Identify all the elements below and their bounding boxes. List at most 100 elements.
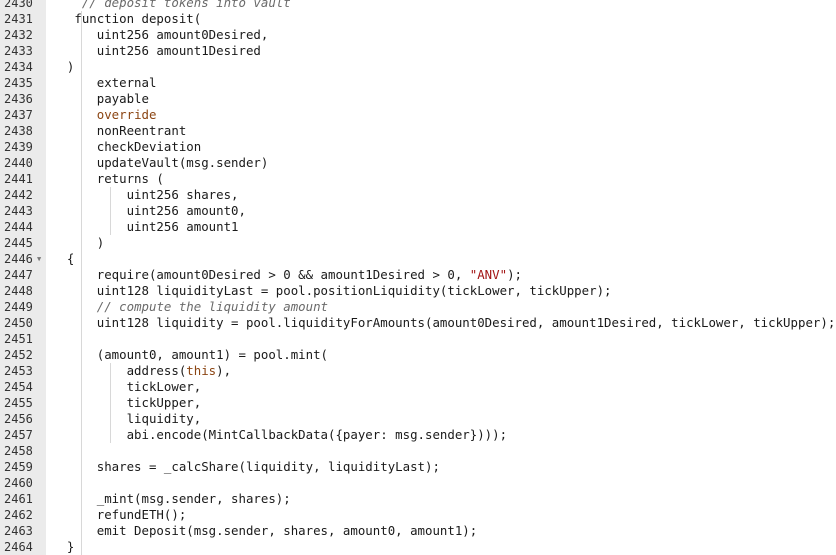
code-line[interactable]: 2457 abi.encode(MintCallbackData({payer:… (0, 427, 836, 443)
indent-guide (81, 203, 82, 219)
code-text: tickLower, (52, 379, 202, 395)
code-token: ); (507, 267, 522, 282)
code-token: uint256 amount1Desired (52, 43, 261, 58)
code-line[interactable]: 2452 (amount0, amount1) = pool.mint( (0, 347, 836, 363)
code-text: nonReentrant (52, 123, 187, 139)
code-line[interactable]: 2430 // deposit tokens into vault (0, 0, 836, 11)
code-text: uint256 shares, (52, 187, 239, 203)
code-text: uint256 amount1Desired (52, 43, 261, 59)
indent-guide (81, 187, 82, 203)
code-token: uint256 amount1 (52, 219, 239, 234)
code-line[interactable]: 2438 nonReentrant (0, 123, 836, 139)
code-token: emit Deposit(msg.sender, shares, amount0… (52, 523, 478, 538)
code-line[interactable]: 2443 uint256 amount0, (0, 203, 836, 219)
indent-guide (81, 315, 82, 331)
code-line[interactable]: 2455 tickUpper, (0, 395, 836, 411)
code-token: } (52, 539, 75, 554)
code-token: abi.encode(MintCallbackData({payer: msg.… (52, 427, 508, 442)
code-line[interactable]: 2432 uint256 amount0Desired, (0, 27, 836, 43)
indent-guide (81, 235, 82, 251)
code-text: { (52, 251, 74, 267)
line-number: 2438 (4, 124, 33, 138)
code-token: address( (52, 363, 187, 378)
code-line[interactable]: 2458 (0, 443, 836, 459)
code-token: require(amount0Desired > 0 && amount1Des… (52, 267, 470, 282)
code-text: (amount0, amount1) = pool.mint( (52, 347, 328, 363)
code-line[interactable]: 2442 uint256 shares, (0, 187, 836, 203)
indent-guide (81, 123, 82, 139)
code-line[interactable]: 2461 _mint(msg.sender, shares); (0, 491, 836, 507)
line-number: 2458 (4, 444, 33, 458)
indent-guide (81, 251, 82, 267)
code-text: uint128 liquidity = pool.liquidityForAmo… (52, 315, 836, 331)
indent-guide (81, 507, 82, 523)
indent-guide (81, 43, 82, 59)
code-token: (amount0, amount1) = pool.mint( (52, 347, 329, 362)
line-number: 2460 (4, 476, 33, 490)
code-line[interactable]: 2440 updateVault(msg.sender) (0, 155, 836, 171)
indent-guide (81, 27, 82, 43)
comment-token: // deposit tokens into vault (52, 0, 291, 10)
code-token: tickLower, (52, 379, 202, 394)
code-token: shares = _calcShare(liquidity, liquidity… (52, 459, 440, 474)
indent-guide (81, 283, 82, 299)
triangle-down-icon[interactable]: ▼ (37, 255, 42, 263)
code-line[interactable]: 2451 (0, 331, 836, 347)
code-line[interactable]: 2463 emit Deposit(msg.sender, shares, am… (0, 523, 836, 539)
code-text: _mint(msg.sender, shares); (52, 491, 291, 507)
code-line[interactable]: 2448 uint128 liquidityLast = pool.positi… (0, 283, 836, 299)
code-line[interactable]: 2450 uint128 liquidity = pool.liquidityF… (0, 315, 836, 331)
code-line[interactable]: 2453 address(this), (0, 363, 836, 379)
code-token (52, 299, 97, 314)
code-token: ), (216, 363, 232, 378)
line-number: 2440 (4, 156, 33, 170)
code-line[interactable]: 2441 returns ( (0, 171, 836, 187)
indent-guide (81, 427, 82, 443)
line-number: 2453 (4, 364, 33, 378)
line-number: 2436 (4, 92, 33, 106)
code-token: payable (52, 91, 149, 106)
indent-guide (81, 75, 82, 91)
line-number: 2446 (4, 252, 33, 266)
line-number: 2456 (4, 412, 33, 426)
line-number: 2454 (4, 380, 33, 394)
code-line[interactable]: 2462 refundETH(); (0, 507, 836, 523)
code-text: function deposit( (52, 11, 201, 27)
line-number: 2433 (4, 44, 33, 58)
code-line[interactable]: 2464 } (0, 539, 836, 555)
code-token: returns ( (52, 171, 164, 186)
code-line[interactable]: 2447 require(amount0Desired > 0 && amoun… (0, 267, 836, 283)
code-line[interactable]: 2435 external (0, 75, 836, 91)
code-line[interactable]: 2445 ) (0, 235, 836, 251)
code-line[interactable]: 2446 ▼ { (0, 251, 836, 267)
indent-guide (81, 363, 82, 379)
string-token: "ANV" (469, 267, 508, 282)
code-line[interactable]: 2459 shares = _calcShare(liquidity, liqu… (0, 459, 836, 475)
line-number: 2463 (4, 524, 33, 538)
code-token: refundETH(); (52, 507, 187, 522)
line-number: 2444 (4, 220, 33, 234)
code-line[interactable]: 2454 tickLower, (0, 379, 836, 395)
line-number: 2445 (4, 236, 33, 250)
indent-guide (81, 331, 82, 347)
code-line[interactable]: 2460 (0, 475, 836, 491)
code-token: { (52, 251, 75, 266)
code-line[interactable]: 2431 function deposit( (0, 11, 836, 27)
indent-guide (81, 219, 82, 235)
indent-guide (110, 411, 111, 427)
line-number: 2457 (4, 428, 33, 442)
code-text: uint256 amount1 (52, 219, 239, 235)
code-line[interactable]: 2456 liquidity, (0, 411, 836, 427)
code-line[interactable]: 2439 checkDeviation (0, 139, 836, 155)
code-line[interactable]: 2437 override (0, 107, 836, 123)
code-text: external (52, 75, 157, 91)
code-line[interactable]: 2433 uint256 amount1Desired (0, 43, 836, 59)
code-line[interactable]: 2434 ) (0, 59, 836, 75)
indent-guide (81, 11, 82, 27)
code-line[interactable]: 2449 // compute the liquidity amount (0, 299, 836, 315)
code-line[interactable]: 2436 payable (0, 91, 836, 107)
code-text: uint256 amount0, (52, 203, 246, 219)
code-line[interactable]: 2444 uint256 amount1 (0, 219, 836, 235)
